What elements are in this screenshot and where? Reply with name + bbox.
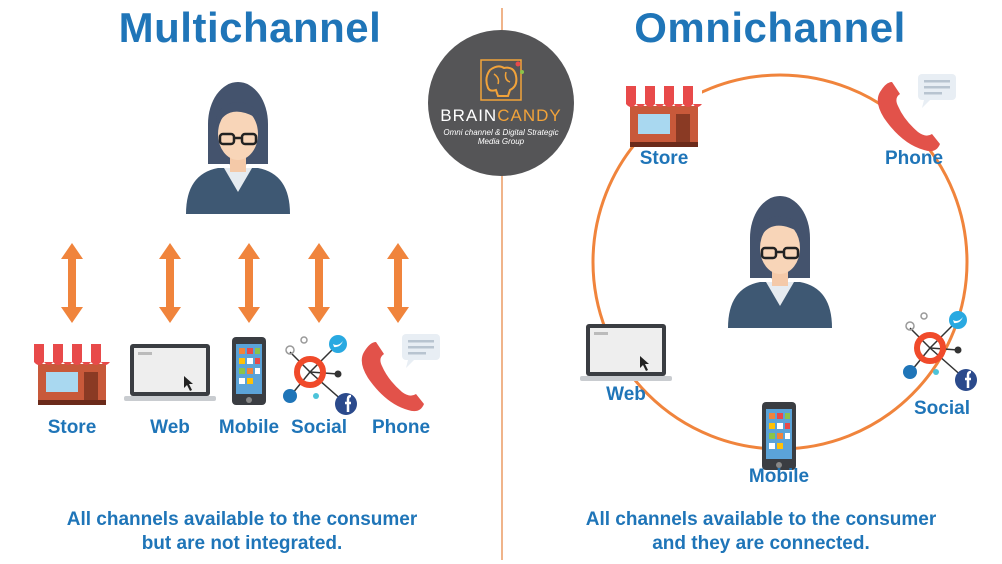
store-icon bbox=[34, 344, 110, 405]
channel-label-store: Store bbox=[47, 417, 97, 438]
brain-icon bbox=[480, 59, 524, 101]
omni-label-web: Web bbox=[606, 384, 646, 405]
omni-social-network-icon bbox=[903, 311, 977, 391]
logo-name-candy: CANDY bbox=[497, 106, 562, 125]
omnichannel-caption-line1: All channels available to the consumer bbox=[585, 509, 937, 530]
laptop-icon bbox=[124, 344, 216, 401]
omni-laptop-icon bbox=[580, 324, 672, 381]
arrow-social bbox=[308, 243, 330, 323]
channel-label-phone: Phone bbox=[371, 417, 431, 438]
omnichannel-caption: All channels available to the consumer a… bbox=[531, 508, 991, 556]
multichannel-title: Multichannel bbox=[118, 4, 382, 51]
omni-label-phone: Phone bbox=[884, 148, 944, 169]
braincandy-logo: BRAINCANDY Omni channel & Digital Strate… bbox=[428, 30, 574, 176]
logo-tagline: Omni channel & Digital Strategic Media G… bbox=[443, 128, 559, 146]
mobile-icon bbox=[232, 337, 266, 405]
center-divider bbox=[501, 8, 503, 560]
channel-label-social: Social bbox=[291, 417, 347, 438]
omnichannel-person bbox=[726, 194, 834, 330]
channel-label-web: Web bbox=[150, 417, 190, 438]
arrow-phone bbox=[387, 243, 409, 323]
multichannel-caption: All channels available to the consumer b… bbox=[12, 508, 472, 556]
omni-phone-icon bbox=[877, 74, 956, 152]
multichannel-person bbox=[184, 80, 292, 216]
logo-name-brain: BRAIN bbox=[440, 106, 498, 125]
multichannel-caption-line1: All channels available to the consumer bbox=[66, 509, 418, 530]
omni-label-social: Social bbox=[914, 398, 970, 419]
logo-name: BRAINCANDY bbox=[428, 106, 574, 126]
omnichannel-caption-line2: and they are connected. bbox=[652, 533, 870, 554]
channel-label-mobile: Mobile bbox=[218, 417, 280, 438]
arrow-mobile bbox=[238, 243, 260, 323]
omni-label-mobile: Mobile bbox=[748, 466, 810, 487]
omni-store-icon bbox=[626, 86, 702, 147]
social-network-icon bbox=[283, 335, 357, 415]
omni-mobile-icon bbox=[762, 402, 796, 470]
omni-label-store: Store bbox=[639, 148, 689, 169]
arrow-web bbox=[159, 243, 181, 323]
phone-icon bbox=[361, 334, 440, 412]
arrow-store bbox=[61, 243, 83, 323]
omnichannel-title: Omnichannel bbox=[634, 4, 906, 51]
multichannel-caption-line2: but are not integrated. bbox=[141, 533, 343, 554]
